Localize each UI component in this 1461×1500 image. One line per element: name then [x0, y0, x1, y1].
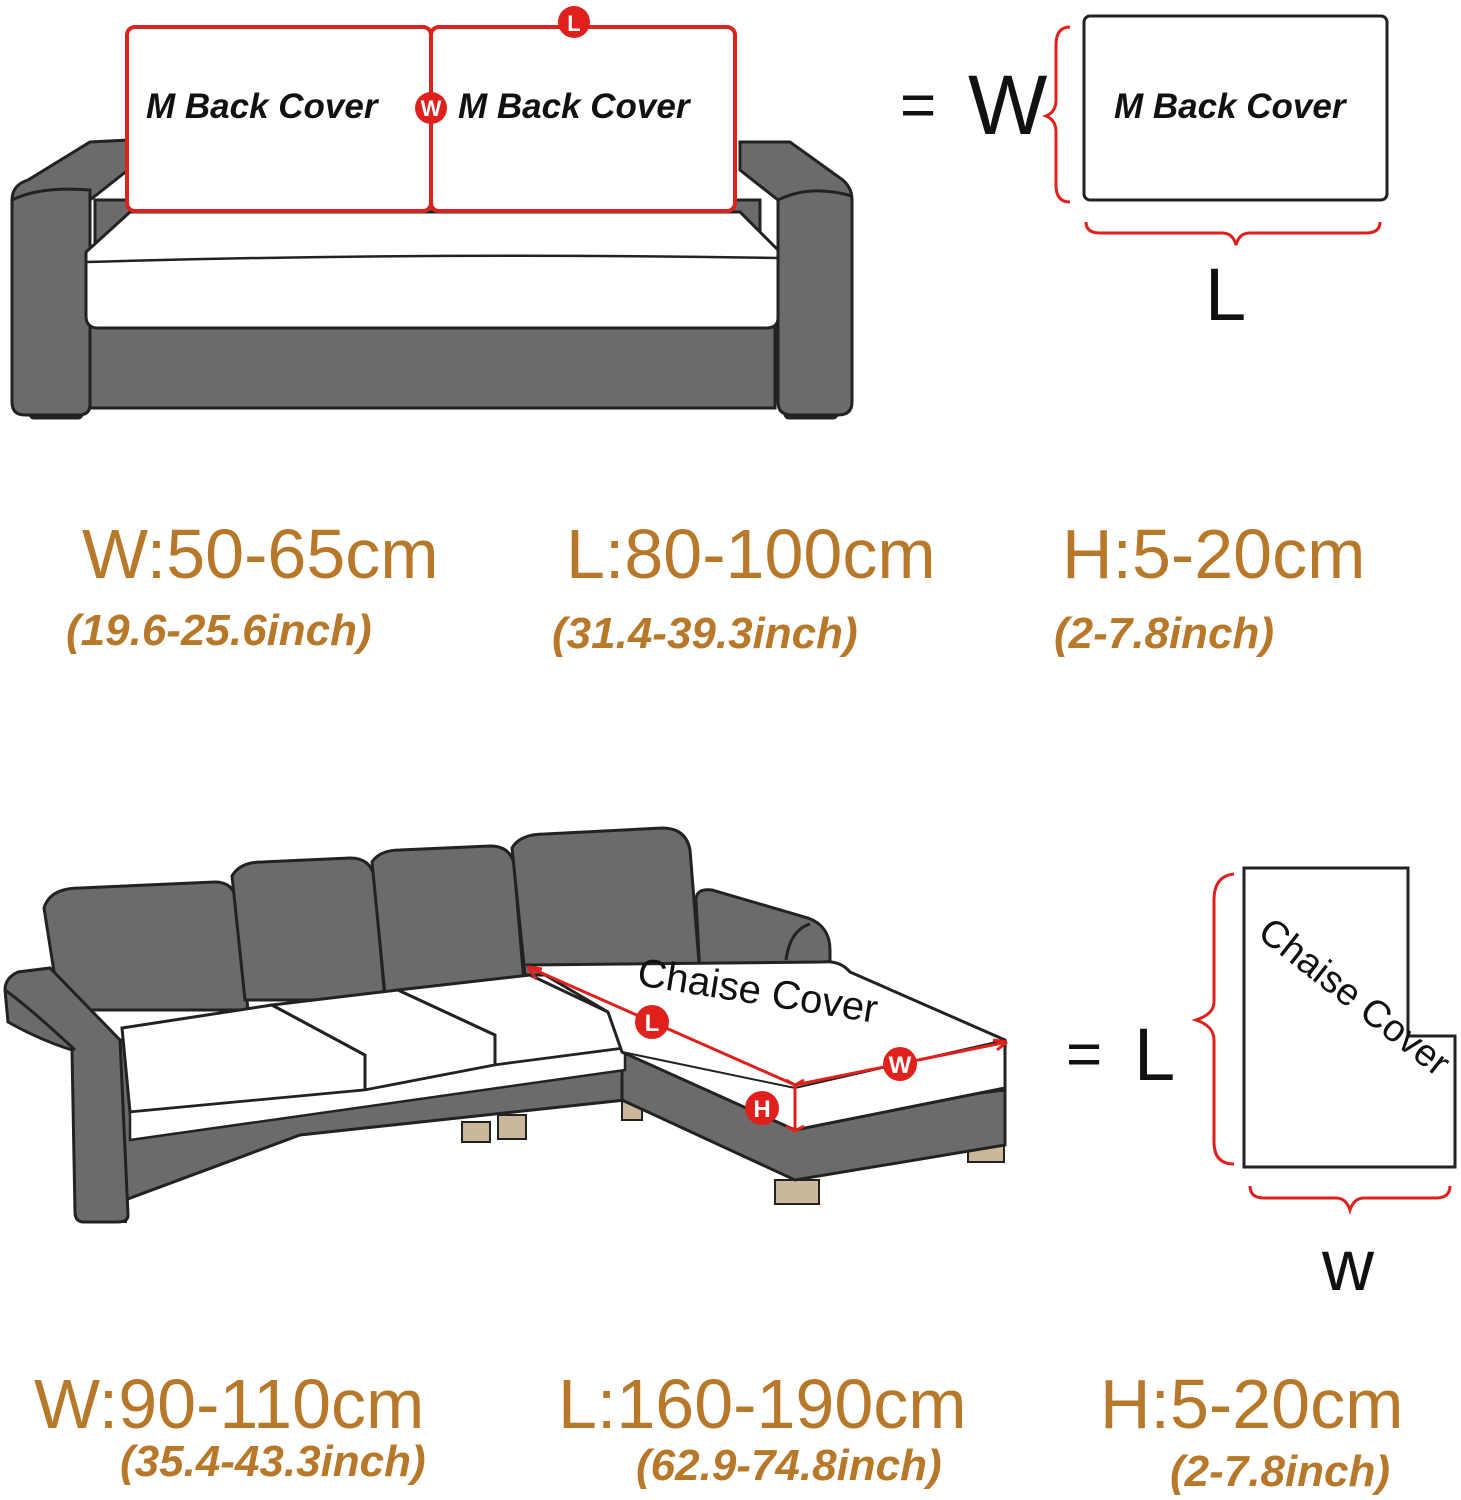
bottom-marker-h-text: H — [753, 1096, 770, 1123]
top-side-l-brace — [1084, 221, 1382, 246]
bottom-marker-h: H — [745, 1091, 779, 1125]
top-marker-w-text: W — [421, 96, 442, 121]
top-dim-w-inch: (19.6-25.6inch) — [66, 606, 372, 655]
top-equals-sign: = — [900, 71, 936, 140]
bottom-dim-w: W:90-110cm — [34, 1365, 424, 1443]
bottom-marker-w-text: W — [889, 1052, 912, 1079]
bottom-dim-w-inch: (35.4-43.3inch) — [120, 1437, 426, 1486]
bottom-dim-l-inch: (62.9-74.8inch) — [636, 1441, 942, 1490]
bottom-dim-l: L:160-190cm — [558, 1365, 967, 1443]
top-dim-h-inch: (2-7.8inch) — [1054, 609, 1274, 658]
top-left-cover-label: M Back Cover — [146, 87, 380, 126]
bottom-side-l-letter: L — [1134, 1013, 1175, 1096]
top-dim-l: L:80-100cm — [566, 515, 936, 593]
bottom-side-w-letter: w — [1321, 1226, 1375, 1306]
bottom-dim-h: H:5-20cm — [1100, 1365, 1403, 1443]
bottom-side-chaise-shape — [1242, 866, 1457, 1169]
top-side-w-letter: W — [968, 58, 1047, 152]
top-side-l-letter: L — [1205, 253, 1246, 336]
bottom-equals-sign: = — [1066, 1020, 1102, 1089]
straight-sofa-illustration — [10, 25, 854, 420]
bottom-dim-h-inch: (2-7.8inch) — [1170, 1447, 1390, 1496]
top-dim-h: H:5-20cm — [1062, 515, 1365, 593]
top-marker-w: W — [415, 92, 447, 124]
top-side-cover-box — [1082, 14, 1389, 202]
top-side-w-brace — [1041, 25, 1071, 204]
bottom-marker-l: L — [635, 1005, 669, 1039]
bottom-side-l-brace — [1191, 872, 1235, 1166]
top-dim-w: W:50-65cm — [82, 515, 439, 593]
bottom-marker-l-text: L — [645, 1010, 660, 1037]
bottom-side-w-brace — [1248, 1185, 1452, 1215]
bottom-marker-w: W — [883, 1047, 917, 1081]
sectional-sofa-illustration — [3, 826, 1007, 1224]
top-marker-l-text: L — [567, 11, 580, 36]
top-dim-l-inch: (31.4-39.3inch) — [552, 609, 858, 658]
top-side-cover-label: M Back Cover — [1114, 87, 1348, 126]
top-right-cover-label: M Back Cover — [458, 87, 692, 126]
top-marker-l: L — [558, 6, 590, 38]
